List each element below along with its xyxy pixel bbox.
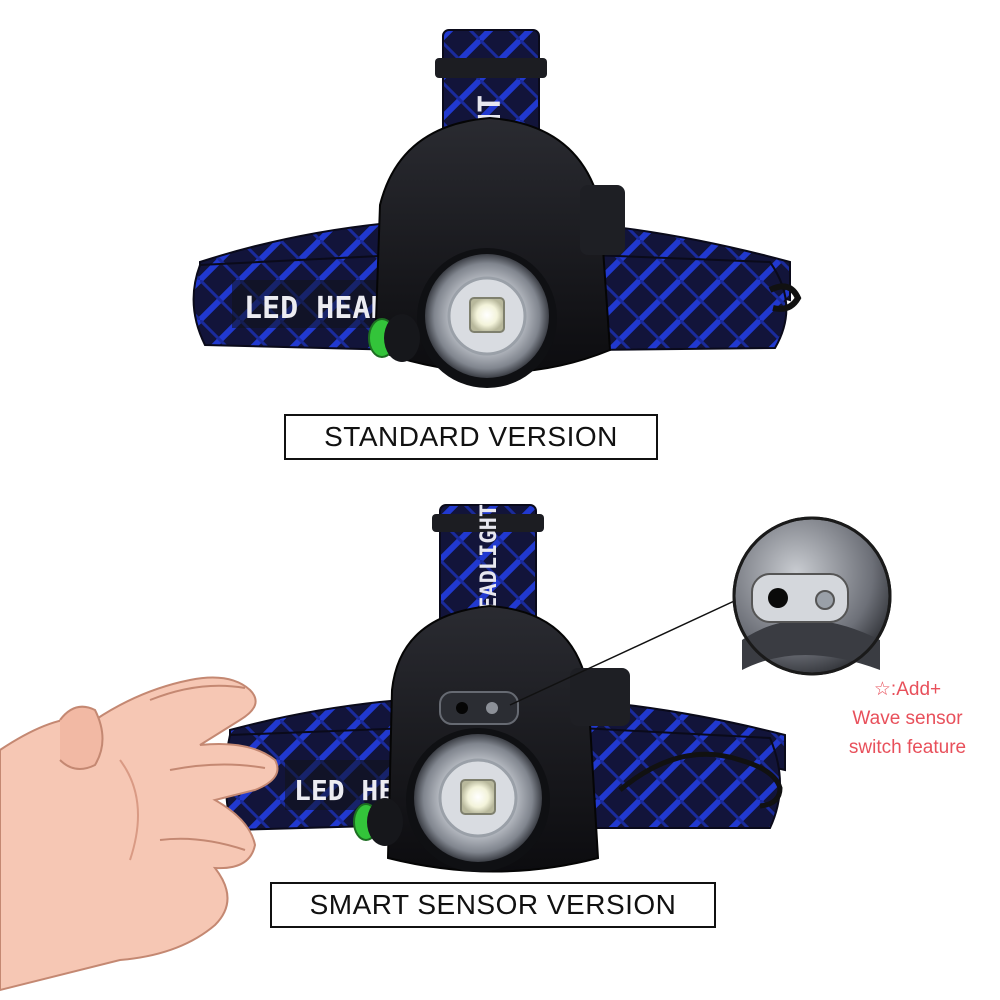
wave-sensor-feature-note: ☆:Add+ Wave sensor switch feature (820, 675, 995, 762)
sensor-callout-icon (732, 516, 892, 676)
feature-note-line3: switch feature (848, 737, 967, 758)
caption-standard-version: STANDARD VERSION (284, 414, 658, 460)
strap-text-front-top: LED HEAD (244, 291, 389, 326)
wave-sensor (439, 691, 519, 725)
feature-note-line1: ☆:Add+ (873, 679, 942, 700)
caption-smart-text: SMART SENSOR VERSION (309, 889, 677, 920)
led-chip-top (469, 297, 505, 333)
callout-line (509, 589, 759, 706)
hand-icon (0, 676, 279, 992)
caption-smart-sensor-version: SMART SENSOR VERSION (270, 882, 716, 928)
smart-headlamp: LED HEADLIGHT LED HEAD (224, 504, 786, 873)
led-chip-bottom (460, 779, 496, 815)
caption-standard-text: STANDARD VERSION (324, 421, 618, 452)
feature-note-line2: Wave sensor (852, 708, 963, 729)
standard-headlamp: LIGHT LED HEAD (192, 29, 802, 388)
